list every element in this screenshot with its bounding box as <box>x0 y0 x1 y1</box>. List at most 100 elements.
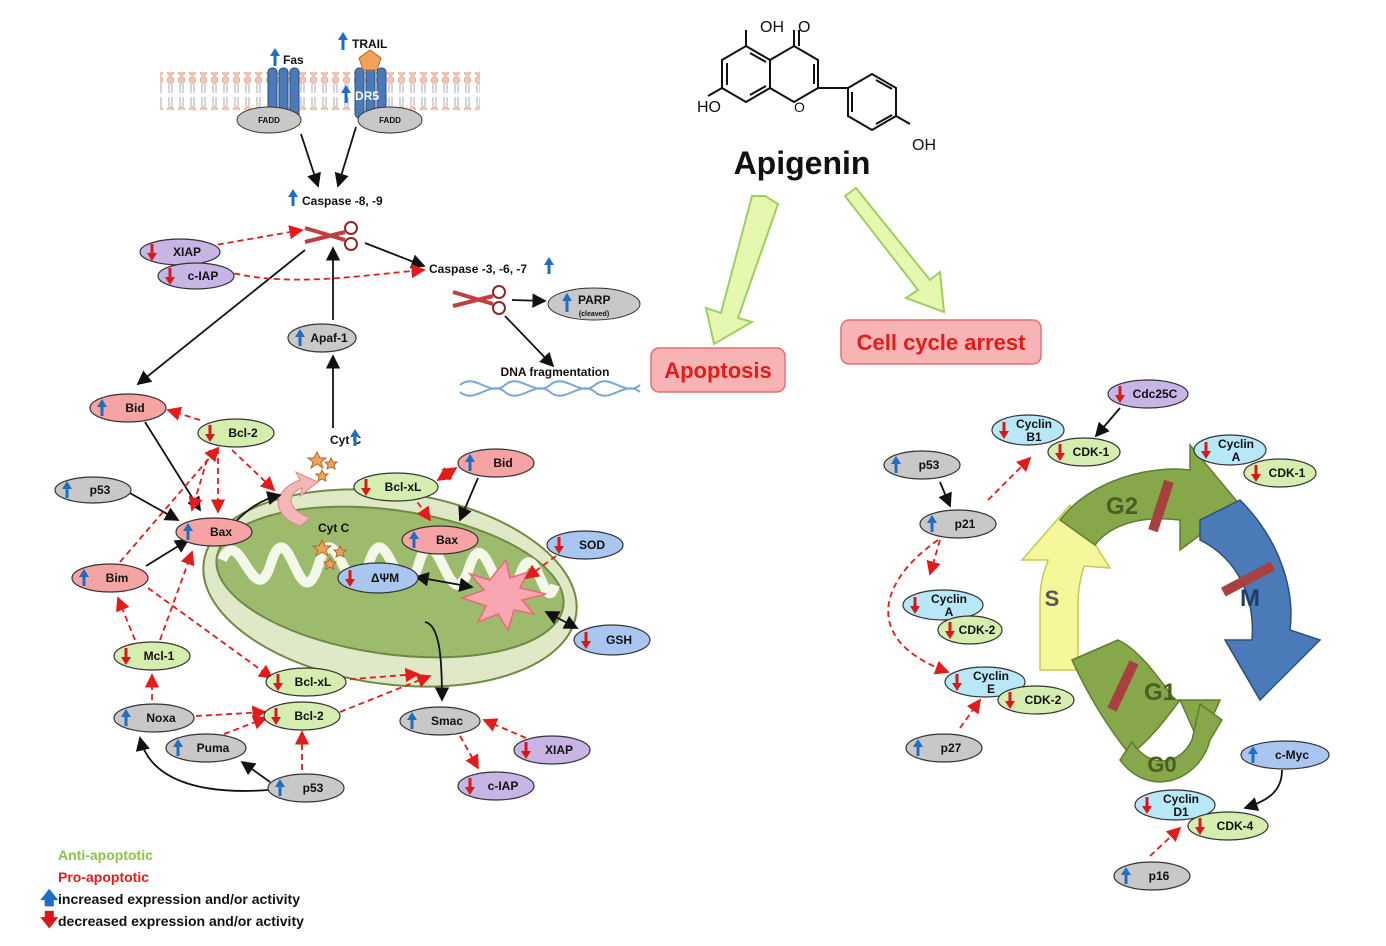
node-label: CDK-1 <box>1073 445 1110 459</box>
legend-anti-apoptotic: Anti-apoptotic <box>58 847 153 863</box>
down-arrow-icon <box>1115 386 1125 403</box>
node-label: Cyclin <box>973 669 1009 683</box>
node-label: Apaf-1 <box>310 331 348 345</box>
down-arrow-icon <box>1055 444 1065 461</box>
oh-right: OH <box>912 137 936 154</box>
down-arrow-icon <box>521 742 531 759</box>
trail-ligand <box>358 49 382 71</box>
up-arrow-icon <box>891 456 901 473</box>
node-p53c: p53 <box>883 450 961 480</box>
down-arrow-icon <box>1195 818 1205 835</box>
node-label: Cyclin <box>931 592 967 606</box>
to-cell-cycle-arrow <box>843 186 946 314</box>
ring-o: O <box>794 99 805 115</box>
node-label: Cyclin <box>1163 792 1199 806</box>
up-arrow-icon <box>62 481 72 498</box>
pathway-nodes: XIAPc-IAPApaf-1BidBcl-2p53BaxBimMcl-1Nox… <box>54 238 1330 891</box>
svg-text:G2: G2 <box>1106 493 1138 520</box>
node-xiap1: XIAP <box>139 238 221 266</box>
node-label: Cdc25C <box>1133 387 1178 401</box>
down-arrow-icon <box>273 674 283 691</box>
down-arrow-icon <box>345 570 355 587</box>
cyt-c-release-arrow <box>277 470 319 527</box>
node-p53a: p53 <box>54 476 132 504</box>
node-bax1: Bax <box>175 517 253 547</box>
up-arrow-icon <box>1248 746 1258 763</box>
cyt-c-inner: Cyt C <box>311 521 350 570</box>
legend: Anti-apoptotic Pro-apoptotic 🡅increased … <box>40 844 304 932</box>
node-label: CDK-1 <box>1269 466 1306 480</box>
up-arrow-icon <box>183 523 193 540</box>
cell-cycle-arrest-box: Cell cycle arrest <box>840 319 1042 365</box>
node-label: p16 <box>1149 869 1170 883</box>
node-bid1: Bid <box>89 393 167 423</box>
up-arrow-icon <box>173 739 183 756</box>
node-noxa: Noxa <box>113 703 195 733</box>
node-bax2: Bax <box>401 525 479 555</box>
oh-top: OH <box>760 19 784 36</box>
svg-text:Cell cycle arrest: Cell cycle arrest <box>857 330 1026 355</box>
dr5-label: DR5 <box>355 89 379 103</box>
down-arrow-icon <box>1005 692 1015 709</box>
svg-text:(cleaved): (cleaved) <box>579 311 609 318</box>
up-arrow-icon <box>407 712 417 729</box>
pathway-edges <box>116 126 1283 857</box>
node-bclxl1: Bcl-xL <box>353 472 439 502</box>
svg-text:G0: G0 <box>1147 752 1176 777</box>
cell-membrane <box>160 72 480 110</box>
node-label: c-IAP <box>188 269 219 283</box>
down-arrow-icon <box>165 268 175 285</box>
fas-label: Fas <box>283 53 304 67</box>
node-label: SOD <box>579 538 605 552</box>
node-cmyc: c-Myc <box>1240 740 1330 770</box>
apoptosis-box: Apoptosis <box>650 347 786 393</box>
down-arrow-icon <box>271 708 281 725</box>
caspase-initiator: Caspase -8, -9 <box>288 189 383 208</box>
dna-fragmentation-label: DNA fragmentation <box>501 365 610 379</box>
node-label: c-Myc <box>1275 748 1309 762</box>
svg-text:FADD: FADD <box>258 116 280 125</box>
fadd-left: FADD <box>236 106 302 134</box>
svg-text:PARP: PARP <box>578 293 610 307</box>
up-arrow-icon <box>97 399 107 416</box>
node-cdk1b: CDK-1 <box>1243 458 1317 488</box>
node-cdk2a: CDK-2 <box>937 615 1003 645</box>
node-gsh: GSH <box>573 624 651 656</box>
node-cdk4: CDK-4 <box>1187 811 1269 841</box>
scissors-initiator <box>304 221 358 251</box>
g2-phase-arrow <box>1058 442 1242 552</box>
fadd-right: FADD <box>357 106 423 134</box>
node-dpsi: ΔΨM <box>337 562 419 594</box>
node-label: p53 <box>303 781 324 795</box>
svg-text:M: M <box>1240 585 1260 612</box>
node-label: A <box>945 605 954 619</box>
node-p21: p21 <box>919 509 997 539</box>
up-arrow-icon <box>465 454 475 471</box>
node-label: Bim <box>106 571 129 585</box>
node-label: Noxa <box>146 711 176 725</box>
up-arrow-icon <box>79 569 89 586</box>
down-arrow-icon <box>121 648 131 665</box>
node-label: E <box>987 682 995 696</box>
dna-helix <box>459 380 641 397</box>
down-arrow-icon <box>581 632 591 649</box>
node-sod: SOD <box>546 530 624 560</box>
down-arrow-icon <box>1251 465 1261 482</box>
down-arrow-icon <box>945 622 955 639</box>
down-arrow-icon <box>205 425 215 442</box>
node-label: Cyclin <box>1016 417 1052 431</box>
fas-receptor: Fas <box>267 48 304 119</box>
apigenin-title: Apigenin <box>734 145 871 181</box>
down-arrow-icon <box>910 597 920 614</box>
node-bim: Bim <box>71 563 149 593</box>
g0-phase-arrow <box>1119 702 1223 783</box>
node-label: Bcl-2 <box>294 709 324 723</box>
node-label: Bid <box>493 456 512 470</box>
node-cdc25c: Cdc25C <box>1107 379 1189 409</box>
node-label: GSH <box>606 633 632 647</box>
node-cdk1a: CDK-1 <box>1047 437 1121 467</box>
svg-text:Cyt C: Cyt C <box>318 521 350 535</box>
down-arrow-icon: 🡇 <box>40 910 59 930</box>
